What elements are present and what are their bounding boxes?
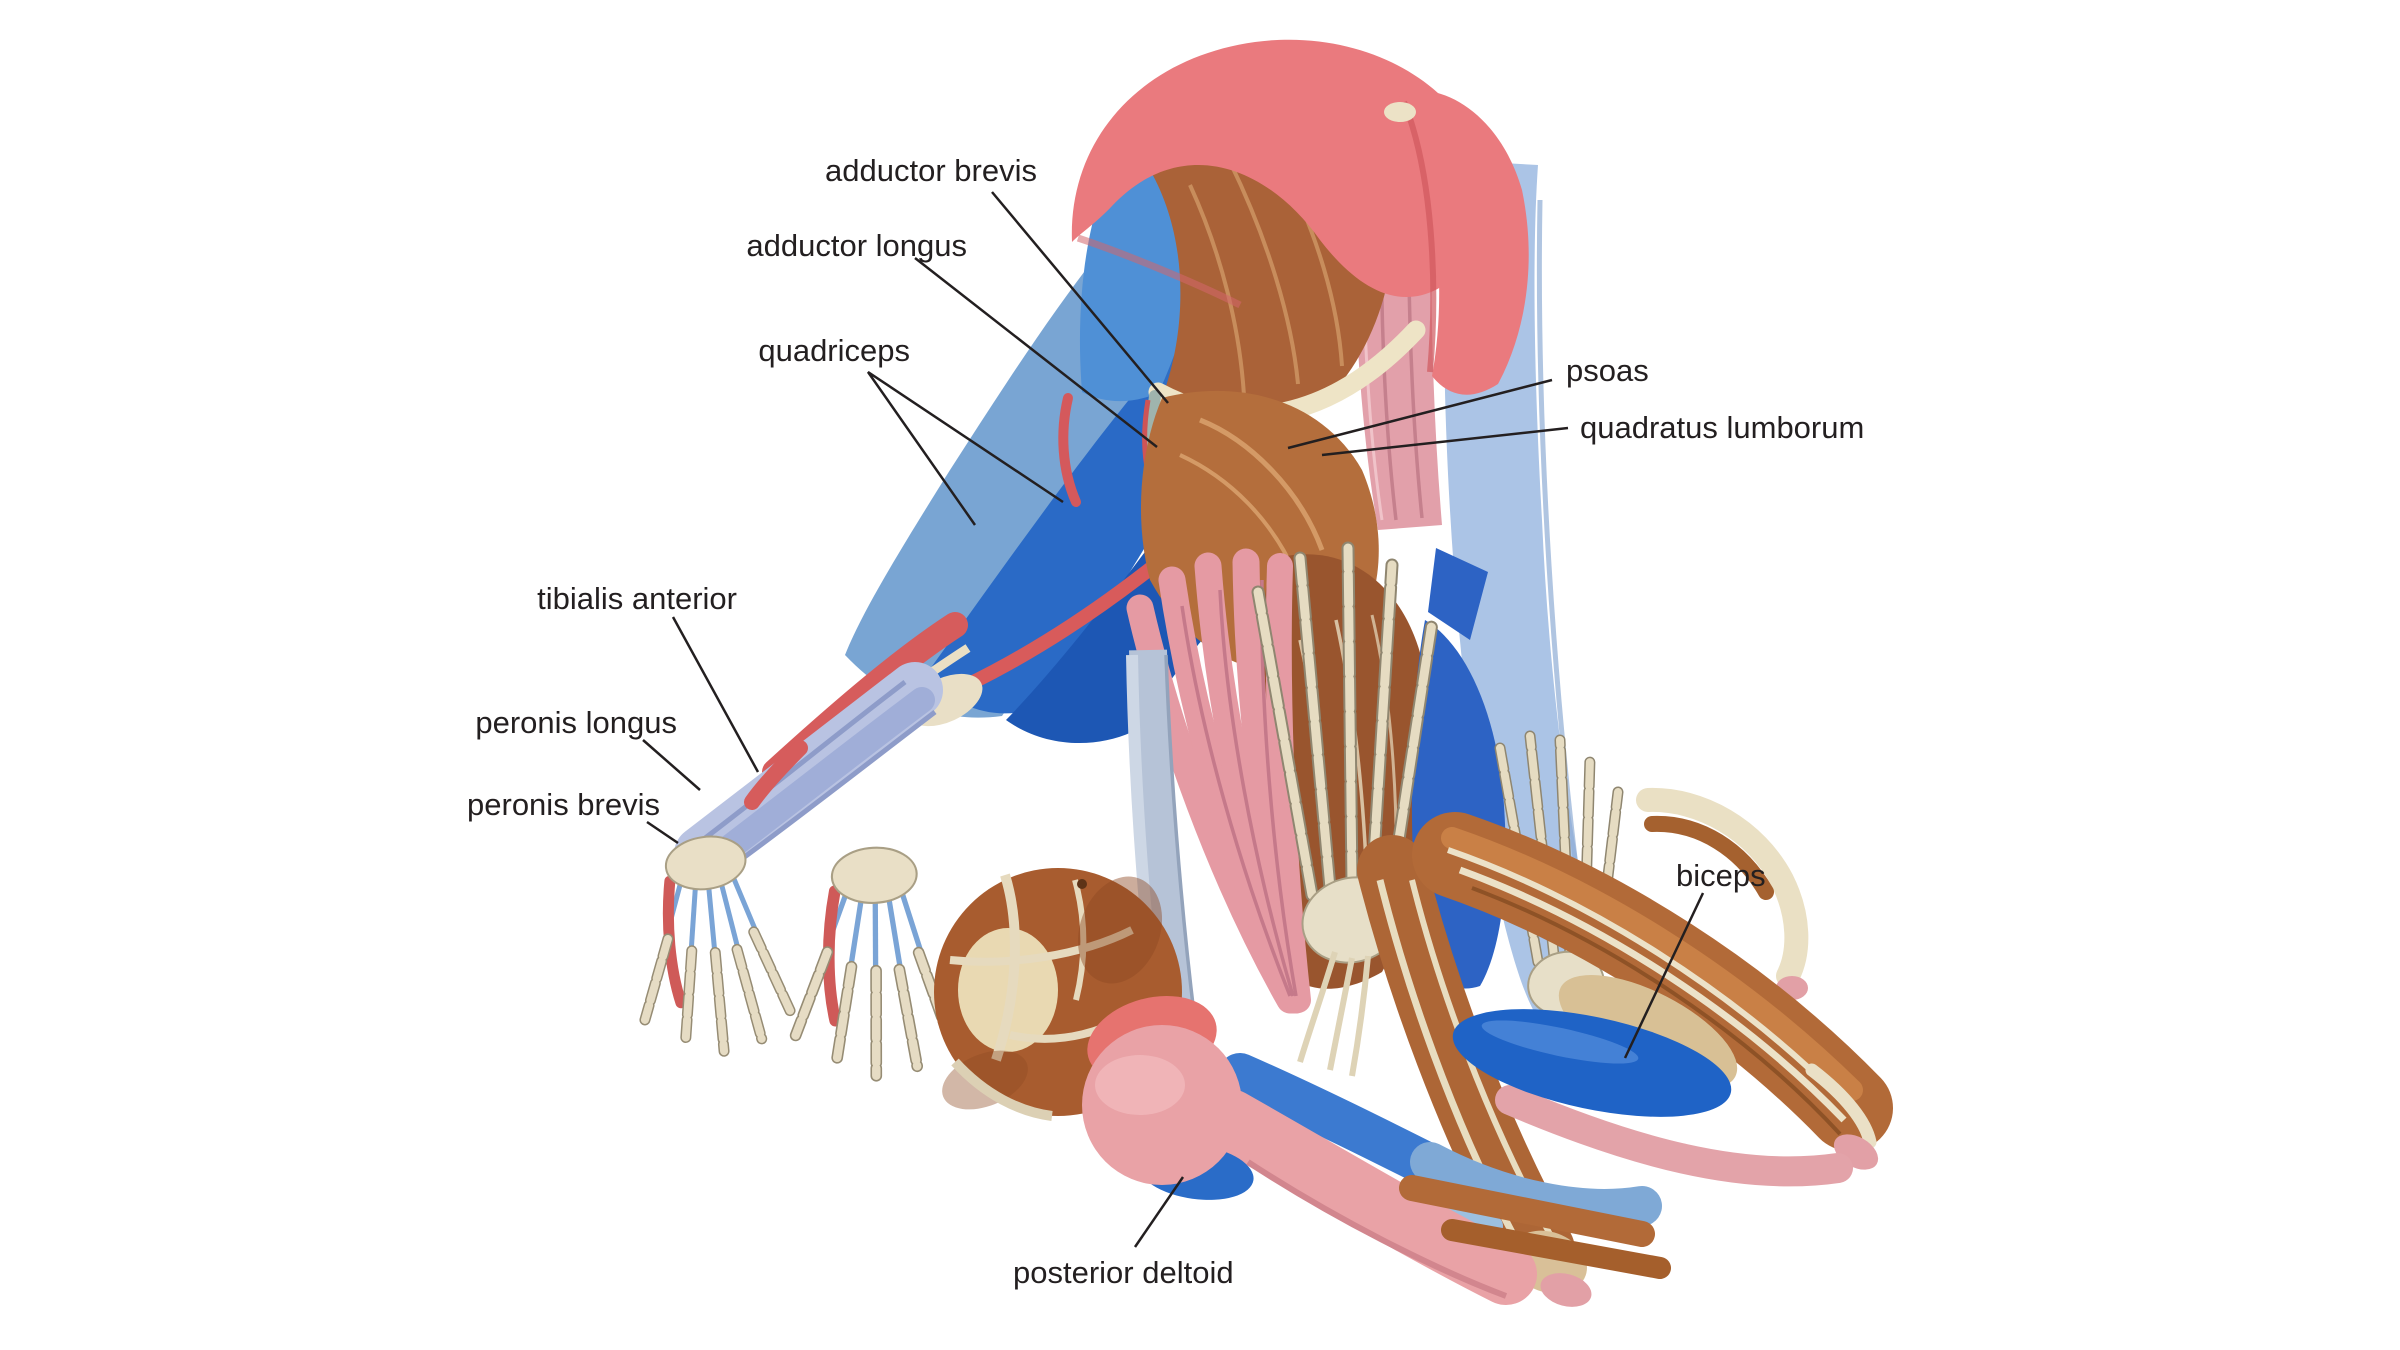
red-sliver xyxy=(1058,393,1081,507)
label-quadratus-lumborum: quadratus lumborum xyxy=(1580,410,1864,445)
leader-quadratus xyxy=(1321,426,1569,457)
leader-biceps xyxy=(1623,892,1705,1059)
leader-peronis-brevis xyxy=(646,820,679,845)
leader-psoas xyxy=(1287,378,1553,450)
hip-complex xyxy=(1071,39,1529,493)
label-peronis-longus: peronis longus xyxy=(475,705,677,740)
forearm-pink-underside xyxy=(1495,1085,1853,1187)
upper-arm-pink xyxy=(1199,1089,1537,1305)
label-tibialis-anterior: tibialis anterior xyxy=(537,581,737,616)
anatomy-figure xyxy=(621,39,1893,1307)
label-psoas: psoas xyxy=(1566,353,1649,388)
left-lower-leg xyxy=(674,612,971,882)
label-quadriceps: quadriceps xyxy=(758,333,910,368)
elbow-tendon xyxy=(1805,1063,1877,1149)
leader-tibialis-anterior xyxy=(671,616,760,773)
right-ankle-bundle xyxy=(1636,787,1809,1000)
muscle-labels: adductor brevis adductor longus quadrice… xyxy=(467,153,1864,1290)
leader-lines xyxy=(642,191,1705,1248)
label-biceps: biceps xyxy=(1676,858,1766,893)
gluteus-maximus-right xyxy=(1398,89,1529,395)
leader-adductor-brevis xyxy=(991,191,1169,404)
gluteus-maximus-left xyxy=(1071,39,1487,298)
label-peronis-brevis: peronis brevis xyxy=(467,787,660,822)
leader-adductor-longus xyxy=(914,257,1158,448)
leader-posterior-deltoid xyxy=(1133,1176,1185,1248)
label-adductor-longus: adductor longus xyxy=(746,228,967,263)
leader-peronis-longus xyxy=(642,739,701,791)
label-posterior-deltoid: posterior deltoid xyxy=(1013,1255,1234,1290)
leader-quadriceps xyxy=(866,370,1064,526)
right-forearm-upper xyxy=(1399,812,1893,1279)
label-adductor-brevis: adductor brevis xyxy=(825,153,1037,188)
